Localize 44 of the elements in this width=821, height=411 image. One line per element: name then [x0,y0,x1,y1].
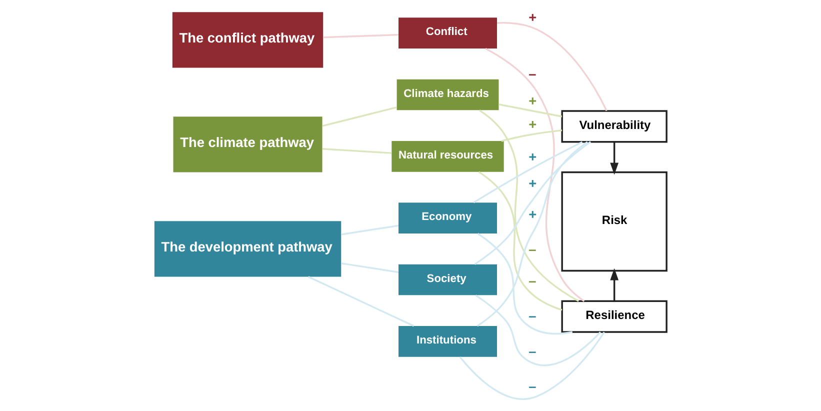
edge-label: – [528,66,536,82]
arrow [610,268,619,301]
connector [459,332,605,400]
edge-label: + [528,176,537,191]
connector [497,22,608,112]
node-box: Risk [561,171,668,272]
connector [479,110,580,302]
connector [322,148,392,154]
node-box: Institutions [398,326,497,357]
connector [322,106,397,127]
connector [308,276,414,327]
connector [323,34,398,38]
node-box: The conflict pathway [172,12,324,68]
node-box: Society [398,264,497,296]
node-box: The climate pathway [173,116,322,172]
connector [341,262,399,274]
connector [474,141,592,265]
node-box: Economy [398,202,497,234]
connector [501,129,562,142]
edge-label: – [528,308,536,324]
edge-label: + [528,94,537,109]
edge-label: + [528,149,537,164]
edge-label: + [528,116,537,132]
node-box: Vulnerability [561,110,668,143]
edge-label: + [528,10,537,25]
connector [476,141,588,327]
connector [477,232,573,335]
connector [475,294,601,366]
edge-label: – [528,378,536,394]
node-box: Resilience [561,300,668,333]
connector [478,171,562,311]
node-box: Climate hazards [396,79,499,110]
edge-label: – [528,274,536,289]
edge-label: – [528,242,536,257]
edge-label: – [528,344,536,359]
node-box: Natural resources [392,141,504,172]
node-box: The development pathway [154,221,342,277]
connector [473,141,583,204]
edge-label: + [528,206,537,222]
connector [341,224,399,236]
arrow [610,142,619,175]
node-box: Conflict [398,18,497,48]
connector [485,48,585,302]
connector [498,104,562,118]
